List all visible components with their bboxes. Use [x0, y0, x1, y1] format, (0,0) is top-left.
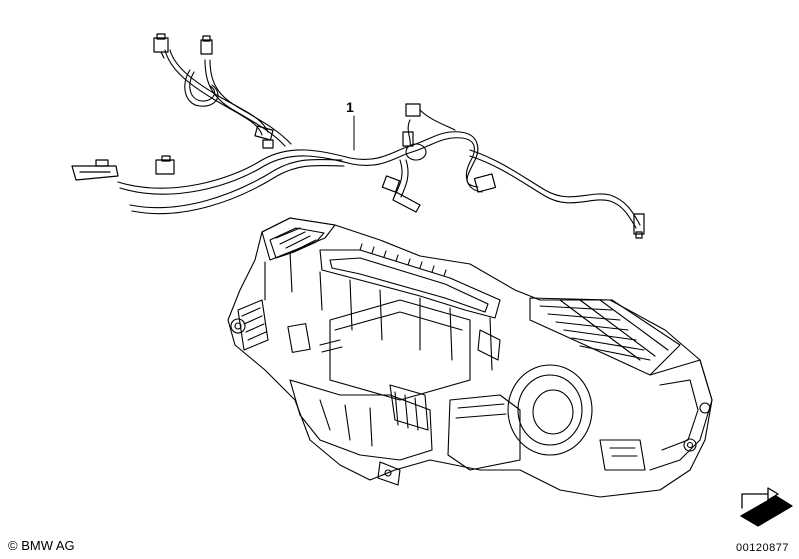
- copyright-text: © BMW AG: [8, 538, 75, 553]
- callout-label-1: 1: [346, 99, 354, 115]
- document-number: 00120877: [736, 542, 789, 554]
- heater-housing: [228, 218, 712, 497]
- harness-connectors: [72, 34, 644, 238]
- wiring-harness: [118, 50, 640, 228]
- orientation-arrow-icon: [741, 488, 792, 526]
